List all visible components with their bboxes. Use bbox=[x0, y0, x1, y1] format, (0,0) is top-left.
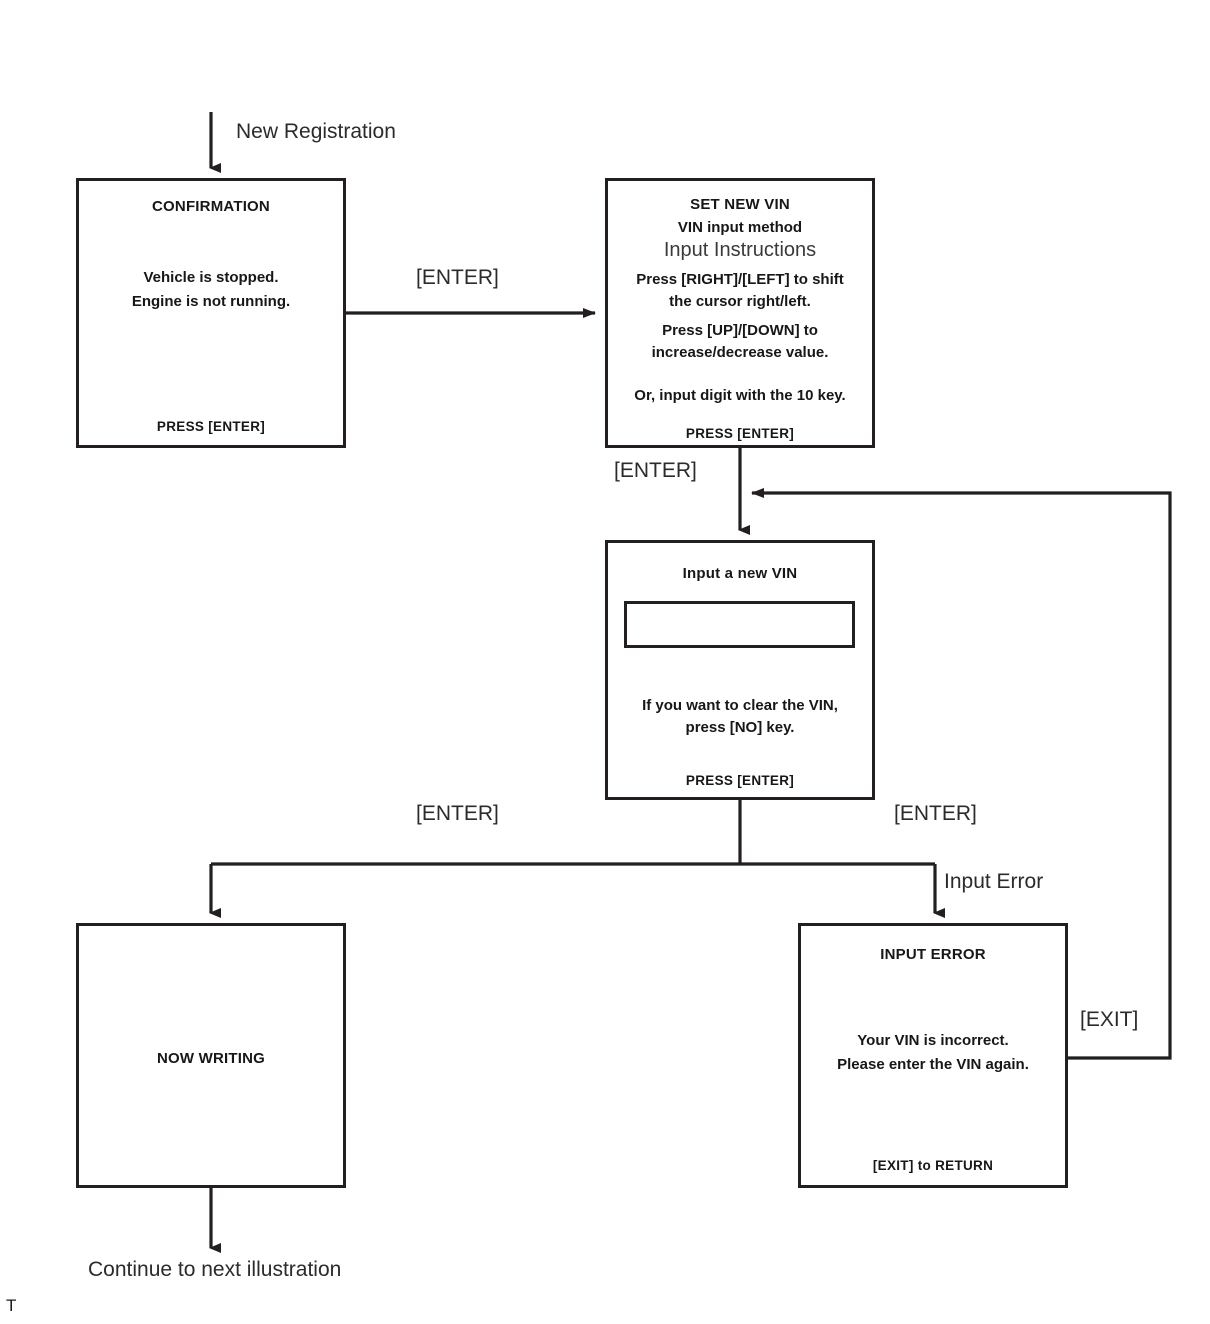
inputvin-line-1: If you want to clear the VIN, bbox=[642, 697, 838, 714]
entry-label: New Registration bbox=[236, 120, 396, 143]
transition-setvin-to-input: [ENTER] bbox=[614, 459, 697, 482]
inputvin-footer: PRESS [ENTER] bbox=[685, 773, 795, 788]
transition-error-branch: Input Error bbox=[944, 870, 1044, 893]
input-error-line-2: Please enter the VIN again. bbox=[837, 1056, 1029, 1073]
now-writing-title: NOW WRITING bbox=[156, 1050, 265, 1067]
exit-label: Continue to next illustration bbox=[88, 1258, 342, 1281]
screen-input-error[interactable]: INPUT ERROR Your VIN is incorrect. Pleas… bbox=[798, 923, 1068, 1188]
screen-now-writing[interactable]: NOW WRITING bbox=[76, 923, 346, 1188]
transition-input-to-error: [ENTER] bbox=[894, 802, 977, 825]
vin-input-text[interactable] bbox=[627, 604, 852, 645]
vin-input-field[interactable] bbox=[624, 601, 855, 648]
setvin-line-4: increase/decrease value. bbox=[651, 344, 829, 361]
screen-set-new-vin[interactable]: SET NEW VIN VIN input method Input Instr… bbox=[605, 178, 875, 448]
input-error-footer: [EXIT] to RETURN bbox=[872, 1158, 994, 1173]
setvin-heading: Input Instructions bbox=[663, 239, 817, 261]
page-corner-mark: T bbox=[6, 1296, 17, 1315]
transition-error-return: [EXIT] bbox=[1080, 1008, 1139, 1031]
transition-confirm-to-setvin: [ENTER] bbox=[416, 266, 499, 289]
screen-confirmation[interactable]: CONFIRMATION Vehicle is stopped. Engine … bbox=[76, 178, 346, 448]
setvin-title: SET NEW VIN bbox=[690, 196, 790, 213]
inputvin-title: Input a new VIN bbox=[682, 565, 798, 582]
setvin-footer: PRESS [ENTER] bbox=[685, 426, 795, 441]
confirmation-title: CONFIRMATION bbox=[152, 198, 270, 215]
input-error-title: INPUT ERROR bbox=[880, 946, 986, 963]
transition-input-to-writing: [ENTER] bbox=[416, 802, 499, 825]
screen-input-new-vin[interactable]: Input a new VIN If you want to clear the… bbox=[605, 540, 875, 800]
setvin-line-2: the cursor right/left. bbox=[669, 293, 811, 310]
confirmation-line-1: Vehicle is stopped. bbox=[143, 269, 279, 286]
input-error-line-1: Your VIN is incorrect. bbox=[857, 1032, 1009, 1049]
inputvin-line-2: press [NO] key. bbox=[685, 719, 795, 736]
setvin-line-3: Press [UP]/[DOWN] to bbox=[662, 322, 818, 339]
setvin-subtitle: VIN input method bbox=[677, 219, 803, 236]
confirmation-line-2: Engine is not running. bbox=[131, 293, 291, 310]
confirmation-footer: PRESS [ENTER] bbox=[156, 419, 266, 434]
setvin-line-5: Or, input digit with the 10 key. bbox=[634, 387, 846, 404]
setvin-line-1: Press [RIGHT]/[LEFT] to shift bbox=[636, 271, 844, 288]
